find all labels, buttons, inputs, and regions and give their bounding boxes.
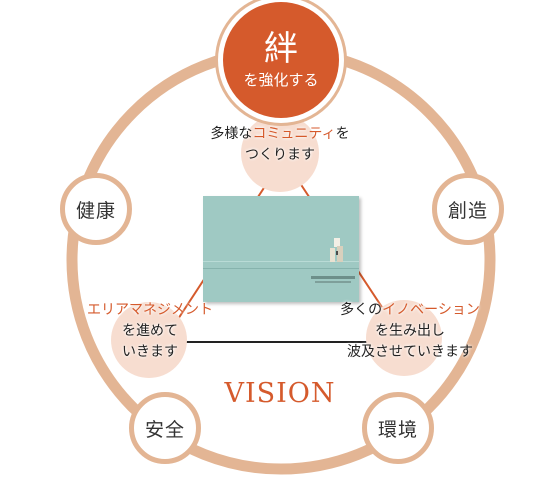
innovation-pre: 多くの bbox=[340, 302, 383, 318]
card-caption-small bbox=[315, 281, 351, 283]
area-management-highlight: エリアマネジメント bbox=[87, 302, 213, 318]
area-management-blob bbox=[111, 302, 187, 378]
node-creation-label: 創造 bbox=[447, 199, 488, 222]
card-fold bbox=[203, 268, 359, 269]
area-management-line2: を進めて bbox=[122, 323, 178, 339]
node-safety-label: 安全 bbox=[144, 418, 185, 441]
node-creation: 創造 bbox=[432, 173, 504, 245]
node-environment-label: 環境 bbox=[377, 418, 418, 441]
card-caption bbox=[311, 276, 355, 279]
innovation-line2: を生み出し bbox=[375, 323, 445, 339]
community-post: を bbox=[335, 126, 350, 142]
bond-subtitle: を強化する bbox=[243, 71, 319, 89]
innovation-highlight: イノベーション bbox=[382, 302, 480, 318]
node-environment: 環境 bbox=[362, 392, 434, 464]
card-illustration bbox=[330, 238, 343, 262]
vision-title: VISION bbox=[224, 378, 336, 409]
bond-kanji: 絆 bbox=[264, 29, 298, 69]
brochure-image bbox=[203, 196, 359, 302]
innovation-blob bbox=[366, 300, 442, 376]
innovation-line3: 波及させていきます bbox=[347, 344, 473, 360]
innovation-label: 多くのイノベーション を生み出し 波及させていきます bbox=[325, 300, 495, 363]
community-line2: つくります bbox=[245, 147, 315, 163]
area-management-label: エリアマネジメント を進めて いきます bbox=[70, 300, 230, 363]
node-health-label: 健康 bbox=[75, 199, 116, 222]
community-label: 多様なコミュニティを つくります bbox=[180, 124, 380, 166]
bond-node: 絆 を強化する bbox=[223, 2, 339, 118]
node-safety: 安全 bbox=[129, 392, 201, 464]
community-pre: 多様な bbox=[210, 126, 253, 142]
community-blob bbox=[241, 114, 319, 192]
card-rule bbox=[203, 261, 359, 262]
community-highlight: コミュニティ bbox=[252, 126, 336, 142]
node-health: 健康 bbox=[60, 173, 132, 245]
area-management-line3: いきます bbox=[122, 344, 178, 360]
